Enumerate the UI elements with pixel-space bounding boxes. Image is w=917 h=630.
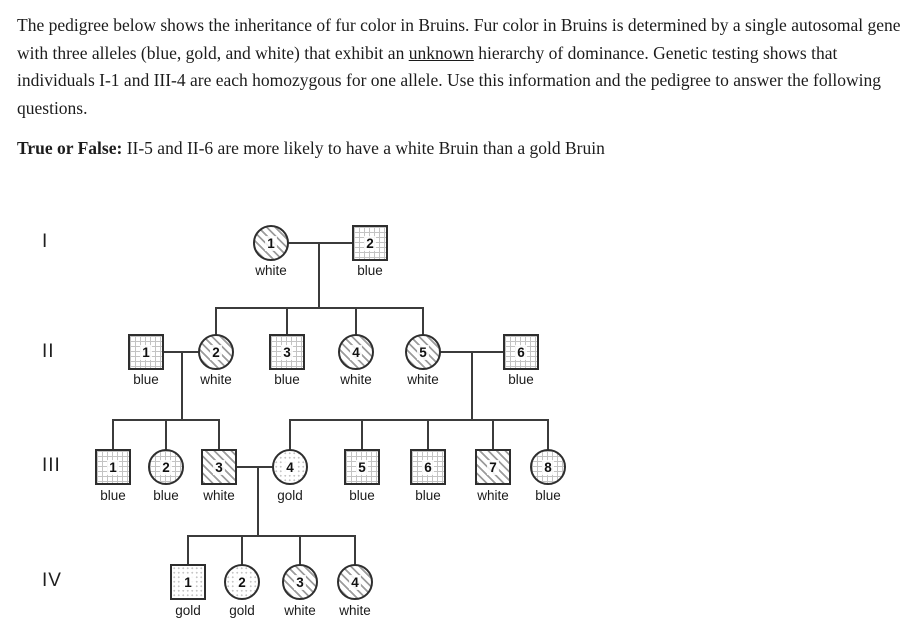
gen2-right-descent-line — [471, 352, 473, 421]
phenotype-label-IV-4: white — [339, 603, 371, 618]
individual-IV-3: 3 — [282, 564, 318, 600]
gen1-couple-line — [271, 242, 370, 244]
phenotype-label-III-2: blue — [153, 488, 179, 503]
question-text: II-5 and II-6 are more likely to have a … — [122, 138, 605, 158]
gen3-descent-line — [257, 467, 259, 537]
individual-II-3: 3 — [269, 334, 305, 370]
individual-IV-2: 2 — [224, 564, 260, 600]
phenotype-label-II-1: blue — [133, 372, 159, 387]
individual-number: 2 — [236, 574, 248, 590]
gen2-drop-ii4 — [355, 308, 357, 336]
individual-number: 2 — [160, 459, 172, 475]
individual-III-8: 8 — [530, 449, 566, 485]
phenotype-label-II-3: blue — [274, 372, 300, 387]
paragraph-part2: hierarchy of dominance. Genetic testing … — [17, 42, 882, 118]
gen2-drop-ii2 — [215, 308, 217, 336]
individual-III-3: 3 — [201, 449, 237, 485]
individual-number: 5 — [417, 344, 429, 360]
gen4-drop-iv3 — [299, 536, 301, 566]
gen2-drop-ii5 — [422, 308, 424, 336]
phenotype-label-II-5: white — [407, 372, 439, 387]
problem-paragraph: The pedigree below shows the inheritance… — [17, 12, 907, 122]
individual-II-6: 6 — [503, 334, 539, 370]
phenotype-label-I-2: blue — [357, 263, 383, 278]
question-prefix: True or False: — [17, 138, 123, 158]
gen3-drop-iii5 — [361, 420, 363, 451]
generation-label-2: II — [42, 341, 55, 362]
phenotype-label-IV-3: white — [284, 603, 316, 618]
underlined-word: unknown — [408, 42, 474, 63]
phenotype-label-III-6: blue — [415, 488, 441, 503]
problem-text: The pedigree below shows the inheritance… — [17, 12, 907, 163]
gen4-sibship-line — [187, 535, 356, 537]
individual-II-4: 4 — [338, 334, 374, 370]
generation-label-4: IV — [42, 570, 62, 591]
generation-label-3: III — [42, 455, 61, 476]
phenotype-label-IV-1: gold — [175, 603, 201, 618]
phenotype-label-II-6: blue — [508, 372, 534, 387]
individual-number: 5 — [356, 459, 368, 475]
individual-number: 1 — [107, 459, 119, 475]
phenotype-label-III-4: gold — [277, 488, 303, 503]
individual-III-1: 1 — [95, 449, 131, 485]
individual-number: 6 — [422, 459, 434, 475]
individual-III-6: 6 — [410, 449, 446, 485]
phenotype-label-III-8: blue — [535, 488, 561, 503]
individual-number: 2 — [210, 344, 222, 360]
gen3-drop-iii8 — [547, 420, 549, 451]
gen3-drop-iii4 — [289, 420, 291, 451]
individual-number: 4 — [284, 459, 296, 475]
individual-number: 3 — [281, 344, 293, 360]
individual-III-7: 7 — [475, 449, 511, 485]
individual-number: 1 — [265, 235, 277, 251]
gen3-drop-iii2 — [165, 420, 167, 451]
phenotype-label-IV-2: gold — [229, 603, 255, 618]
individual-number: 1 — [140, 344, 152, 360]
individual-number: 3 — [213, 459, 225, 475]
individual-II-5: 5 — [405, 334, 441, 370]
gen3-drop-iii1 — [112, 420, 114, 451]
phenotype-label-I-1: white — [255, 263, 287, 278]
individual-IV-4: 4 — [337, 564, 373, 600]
individual-III-5: 5 — [344, 449, 380, 485]
phenotype-label-II-4: white — [340, 372, 372, 387]
individual-IV-1: 1 — [170, 564, 206, 600]
individual-number: 3 — [294, 574, 306, 590]
individual-III-4: 4 — [272, 449, 308, 485]
individual-number: 4 — [350, 344, 362, 360]
phenotype-label-III-7: white — [477, 488, 509, 503]
individual-III-2: 2 — [148, 449, 184, 485]
individual-II-1: 1 — [128, 334, 164, 370]
gen3-right-sibship-line — [289, 419, 549, 421]
phenotype-label-III-5: blue — [349, 488, 375, 503]
gen4-drop-iv2 — [241, 536, 243, 566]
individual-number: 6 — [515, 344, 527, 360]
phenotype-label-III-1: blue — [100, 488, 126, 503]
gen3-drop-iii6 — [427, 420, 429, 451]
gen1-descent-line — [318, 243, 320, 309]
gen2-sibship-line — [215, 307, 424, 309]
gen4-drop-iv1 — [187, 536, 189, 566]
individual-number: 8 — [542, 459, 554, 475]
paragraph-part1: The pedigree below shows the inheritance… — [17, 15, 901, 63]
generation-label-1: I — [42, 231, 49, 252]
gen3-couple-line — [219, 466, 290, 468]
phenotype-label-III-3: white — [203, 488, 235, 503]
individual-number: 7 — [487, 459, 499, 475]
individual-I-2: 2 — [352, 225, 388, 261]
gen4-drop-iv4 — [354, 536, 356, 566]
individual-number: 1 — [182, 574, 194, 590]
individual-I-1: 1 — [253, 225, 289, 261]
individual-II-2: 2 — [198, 334, 234, 370]
gen2-drop-ii3 — [286, 308, 288, 336]
gen3-drop-iii7 — [492, 420, 494, 451]
gen3-drop-iii3 — [218, 420, 220, 451]
gen2-left-descent-line — [181, 352, 183, 421]
true-false-question: True or False: II-5 and II-6 are more li… — [17, 135, 907, 163]
individual-number: 2 — [364, 235, 376, 251]
phenotype-label-II-2: white — [200, 372, 232, 387]
individual-number: 4 — [349, 574, 361, 590]
